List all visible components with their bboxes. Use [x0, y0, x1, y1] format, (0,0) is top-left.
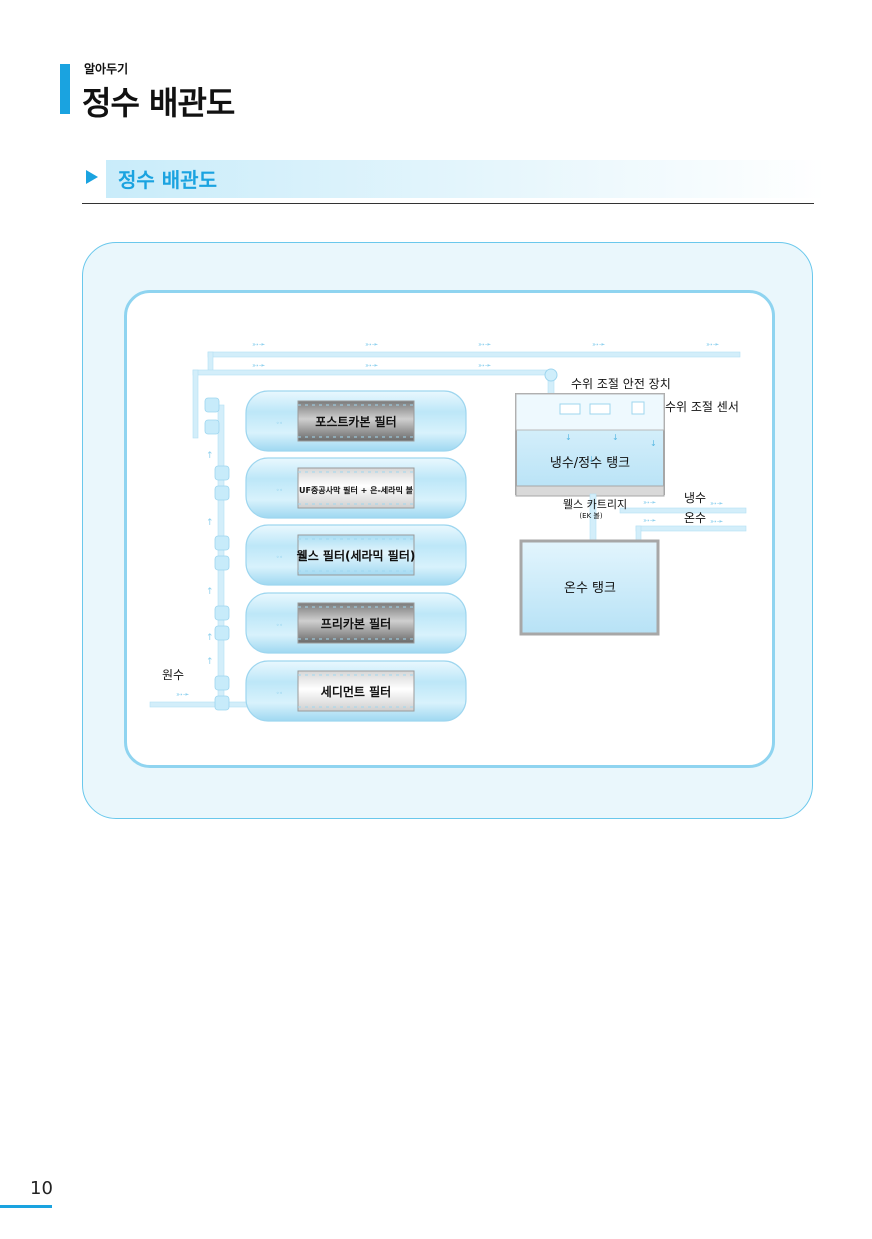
svg-text:◦◦: ◦◦	[276, 420, 283, 427]
filter-stack: ◦◦ 포스트카본 필터 ◦◦ UF중공사막 필터 + 은-세라믹 볼 ◦◦ 웰스 필터(세…	[245, 390, 467, 722]
filter-label: 프리카본 필터	[321, 616, 391, 631]
svg-text:➳➛: ➳➛	[365, 361, 379, 370]
section-heading: 정수 배관도	[82, 156, 826, 204]
svg-text:➳➛: ➳➛	[643, 498, 657, 507]
section-heading-background	[106, 160, 826, 198]
header-accent-bar	[60, 64, 70, 114]
filter-label: 포스트카본 필터	[315, 414, 396, 429]
svg-text:↓: ↓	[565, 433, 572, 442]
svg-text:◦◦: ◦◦	[276, 554, 283, 561]
svg-text:↑: ↑	[206, 451, 214, 461]
svg-text:➳➛: ➳➛	[592, 340, 606, 349]
svg-text:↓: ↓	[650, 439, 657, 448]
filter-cartridge: ◦◦ 세디먼트 필터	[245, 660, 467, 722]
hot-tank-label: 온수 탱크	[564, 581, 616, 596]
filter-label: UF중공사막 필터 + 은-세라믹 볼	[299, 485, 414, 495]
triangle-bullet-icon	[86, 170, 98, 184]
wells-cartridge-label: 웰스 카트리지	[563, 498, 627, 511]
cold-tank: ↓ ↓ ↓ ↓	[515, 393, 665, 497]
svg-text:➳➛: ➳➛	[643, 516, 657, 525]
connector-pipes: ↑ ↑ ↑ ↑ ↑ ➳➛	[149, 397, 251, 711]
level-sensor-label: 수위 조절 센서	[665, 400, 739, 414]
cold-water-label: 냉수	[684, 491, 706, 505]
header-category: 알아두기	[84, 62, 129, 76]
filter-cartridge: ◦◦ 포스트카본 필터	[245, 390, 467, 452]
section-title: 정수 배관도	[118, 168, 217, 192]
svg-text:↓: ↓	[588, 455, 595, 464]
svg-text:➳➛: ➳➛	[252, 340, 266, 349]
svg-text:➳➛: ➳➛	[176, 690, 190, 699]
svg-text:◦◦: ◦◦	[276, 690, 283, 697]
diagram-labels: 원수 수위 조절 안전 장치 수위 조절 센서 냉수/정수 탱크 웰스 카트리지…	[162, 377, 739, 682]
svg-text:➳➛: ➳➛	[478, 361, 492, 370]
svg-text:↑: ↑	[206, 518, 214, 528]
filter-cartridge: ◦◦ UF중공사막 필터 + 은-세라믹 볼	[245, 457, 467, 519]
raw-water-label: 원수	[162, 668, 184, 682]
svg-text:↓: ↓	[612, 433, 619, 442]
svg-text:➳➛: ➳➛	[478, 340, 492, 349]
svg-text:↑: ↑	[206, 587, 214, 597]
svg-text:➳➛: ➳➛	[252, 361, 266, 370]
filter-label: 웰스 필터(세라믹 필터)	[297, 548, 416, 563]
svg-text:↑: ↑	[206, 657, 214, 667]
page-number: 10	[30, 1178, 53, 1199]
svg-text:➳➛: ➳➛	[710, 517, 724, 526]
hot-tank	[519, 539, 660, 636]
wells-cartridge-sub-label: (EK 볼)	[579, 511, 602, 520]
hot-water-label: 온수	[684, 511, 706, 525]
filter-cartridge: ◦◦ 웰스 필터(세라믹 필터)	[245, 524, 467, 586]
page-title: 정수 배관도	[82, 84, 235, 122]
svg-text:◦◦: ◦◦	[276, 487, 283, 494]
top-pipes: ➳➛ ➳➛ ➳➛ ➳➛ ➳➛ ➳➛ ➳➛ ➳➛	[192, 340, 741, 439]
svg-text:◦◦: ◦◦	[276, 622, 283, 629]
svg-text:↑: ↑	[206, 633, 214, 643]
cold-tank-label: 냉수/정수 탱크	[550, 456, 630, 471]
svg-text:➳➛: ➳➛	[706, 340, 720, 349]
svg-text:➳➛: ➳➛	[365, 340, 379, 349]
svg-text:➳➛: ➳➛	[710, 499, 724, 508]
filter-label: 세디먼트 필터	[321, 684, 391, 699]
filter-cartridge: ◦◦ 프리카본 필터	[245, 592, 467, 654]
outlet-pipes: ➳➛ ➳➛ ➳➛ ➳➛	[589, 493, 747, 545]
page-number-underline	[0, 1205, 52, 1208]
safety-device-label: 수위 조절 안전 장치	[571, 377, 671, 391]
